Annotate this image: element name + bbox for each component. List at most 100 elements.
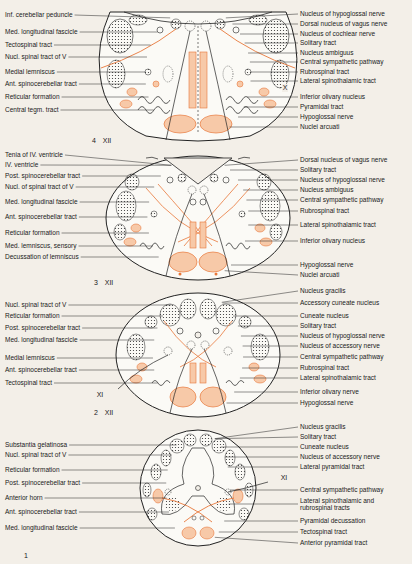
structure-label: Nucleus of accessory nerve	[300, 453, 380, 460]
structure-label: Medial lemniscus	[5, 68, 55, 75]
nucleus	[145, 316, 157, 328]
nucleus	[201, 341, 209, 349]
medulla-section	[106, 156, 290, 280]
leader-line	[243, 357, 298, 358]
leader-line	[240, 34, 298, 35]
structure-label: Nuclei arcuati	[300, 123, 339, 130]
leader-line	[60, 110, 153, 111]
tract	[167, 177, 173, 183]
structure-label: Nucl. spinal tract of V	[5, 451, 66, 458]
medulla-section	[116, 293, 280, 417]
leader-line	[81, 257, 159, 258]
leader-line	[75, 15, 171, 18]
nucleus	[251, 334, 269, 360]
lemniscus	[190, 363, 196, 383]
leader-line	[244, 107, 298, 108]
structure-label: Inferior olivary nucleus	[300, 237, 365, 244]
leader-line	[68, 57, 147, 58]
leader-line	[215, 427, 298, 439]
structure-label: Solitary tract	[300, 166, 336, 173]
structure-label: Med. longitudinal fascicle	[5, 336, 78, 343]
section-number: XII	[102, 137, 113, 145]
nucleus	[180, 299, 196, 319]
nucleus	[179, 273, 182, 276]
structure-label: Rubrospinal tract	[300, 207, 349, 214]
structure-label: Nucleus of accessory nerve	[300, 342, 380, 349]
tract	[157, 27, 163, 33]
leader-line	[238, 180, 298, 181]
leader-line	[251, 81, 298, 82]
nucleus	[170, 439, 184, 453]
structure-label: Nucleus of hypoglossal nerve	[300, 332, 385, 339]
leader-line	[54, 383, 158, 384]
nucleus	[216, 304, 236, 326]
structure-label: Accessory cuneate nucleus	[300, 299, 379, 306]
nerve-root	[228, 482, 268, 492]
leader-line	[231, 265, 298, 266]
ventricle-floor	[124, 12, 272, 24]
tract	[249, 363, 259, 371]
nucleus	[239, 211, 245, 217]
pyramid	[169, 252, 197, 272]
nucleus	[151, 464, 161, 480]
leader-line	[240, 378, 298, 379]
leader-line	[241, 336, 298, 337]
structure-label: IV. ventricle	[5, 161, 38, 168]
pyramid	[200, 115, 232, 133]
leader-line	[215, 437, 298, 439]
structure-label: Pyramidal decussation	[300, 517, 365, 524]
leader-line	[246, 200, 298, 201]
structure-label: Nucleus ambiguus	[300, 49, 353, 56]
leader-line	[57, 358, 153, 359]
section-outline	[140, 430, 256, 546]
leader-line	[232, 24, 298, 25]
structure-label: Lateral spinothalamic tract	[300, 374, 376, 381]
leader-line	[243, 190, 298, 191]
structure-label: Ant. spinocerebellar tract	[5, 366, 77, 373]
lemniscus	[200, 363, 206, 383]
olive	[226, 97, 258, 114]
section-outline	[99, 12, 297, 141]
tract	[163, 66, 173, 82]
tract	[182, 527, 196, 539]
structure-label: Solitary tract	[300, 39, 336, 46]
structure-label: Med. lemniscus, sensory	[5, 242, 77, 249]
structure-label: Substantia gelatinosa	[5, 441, 67, 448]
nucleus	[161, 450, 171, 466]
structure-label: Decussation of lemniscus	[5, 253, 79, 260]
lemniscus	[190, 222, 196, 248]
tract	[147, 508, 157, 520]
leader-line	[68, 455, 171, 456]
structure-label: Cuneate nucleus	[300, 443, 349, 450]
central-canal	[196, 486, 201, 491]
structure-label: Nucleus gracilis	[300, 287, 346, 294]
leader-line	[228, 467, 298, 468]
structure-label: Tectospinal tract	[5, 379, 52, 386]
nerve-fibre	[101, 29, 176, 68]
tract	[114, 224, 126, 240]
decussation	[162, 498, 234, 522]
structure-label: Tenia of IV. ventricle	[5, 151, 63, 158]
leader-line	[248, 211, 298, 212]
leader-line	[245, 43, 298, 44]
structure-label: Central sympathetic pathway	[300, 353, 383, 360]
leader-line	[82, 483, 166, 484]
medulla-section	[99, 12, 297, 141]
pyramid	[199, 252, 227, 272]
tract	[257, 174, 271, 190]
tract	[233, 489, 243, 503]
leader-line	[79, 370, 154, 371]
nerve-root	[166, 31, 230, 140]
leader-line	[227, 403, 298, 404]
nucleus	[212, 439, 226, 453]
section-number: 3	[93, 279, 99, 287]
nucleus	[184, 434, 196, 446]
tract	[124, 238, 136, 246]
section-outline	[106, 156, 290, 280]
lemniscus	[200, 52, 207, 108]
leader-line	[62, 470, 168, 471]
tract	[270, 224, 282, 240]
tract	[200, 516, 204, 520]
nucleus	[116, 191, 136, 221]
nucleus	[245, 69, 251, 75]
